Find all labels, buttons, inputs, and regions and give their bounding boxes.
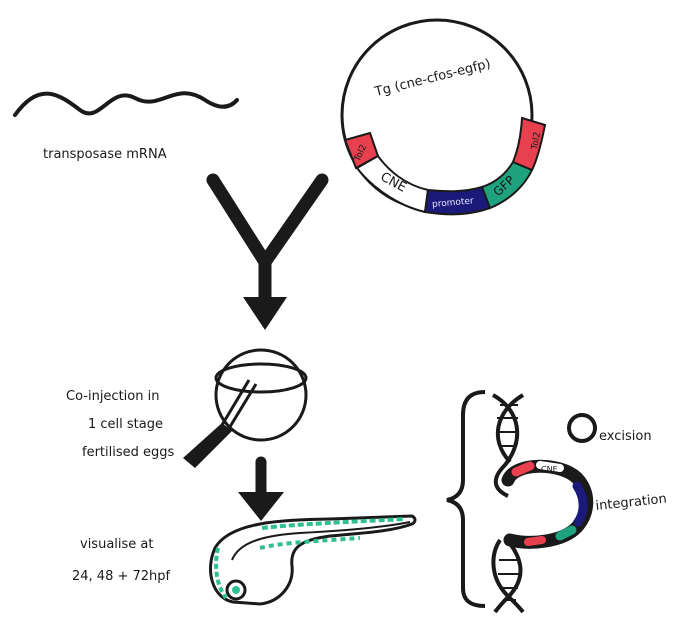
injection-needle-icon [183,380,256,468]
zebrafish-larva [211,516,415,604]
curly-brace [447,392,485,606]
inserted-cne-label: CNE [541,465,558,474]
tol2-right-label: Tol2 [530,131,543,151]
dna-helix [493,395,523,612]
excision-circle-icon [569,415,595,441]
injection-line-1: Co-injection in [66,389,159,404]
plasmid-title: Tg (cne-cfos-egfp) [372,57,492,101]
integrated-construct [508,465,587,542]
injection-line-3: fertilised eggs [82,445,175,460]
visualise-line-1: visualise at [80,537,153,552]
integration-label: integration [595,492,668,514]
visualise-line-2: 24, 48 + 72hpf [72,569,171,584]
excision-label: excision [599,429,652,444]
mrna-label: transposase mRNA [43,147,167,162]
mrna-wave [15,93,237,115]
converging-arrow [213,180,322,330]
injection-line-2: 1 cell stage [88,417,163,432]
down-arrow [238,462,284,521]
